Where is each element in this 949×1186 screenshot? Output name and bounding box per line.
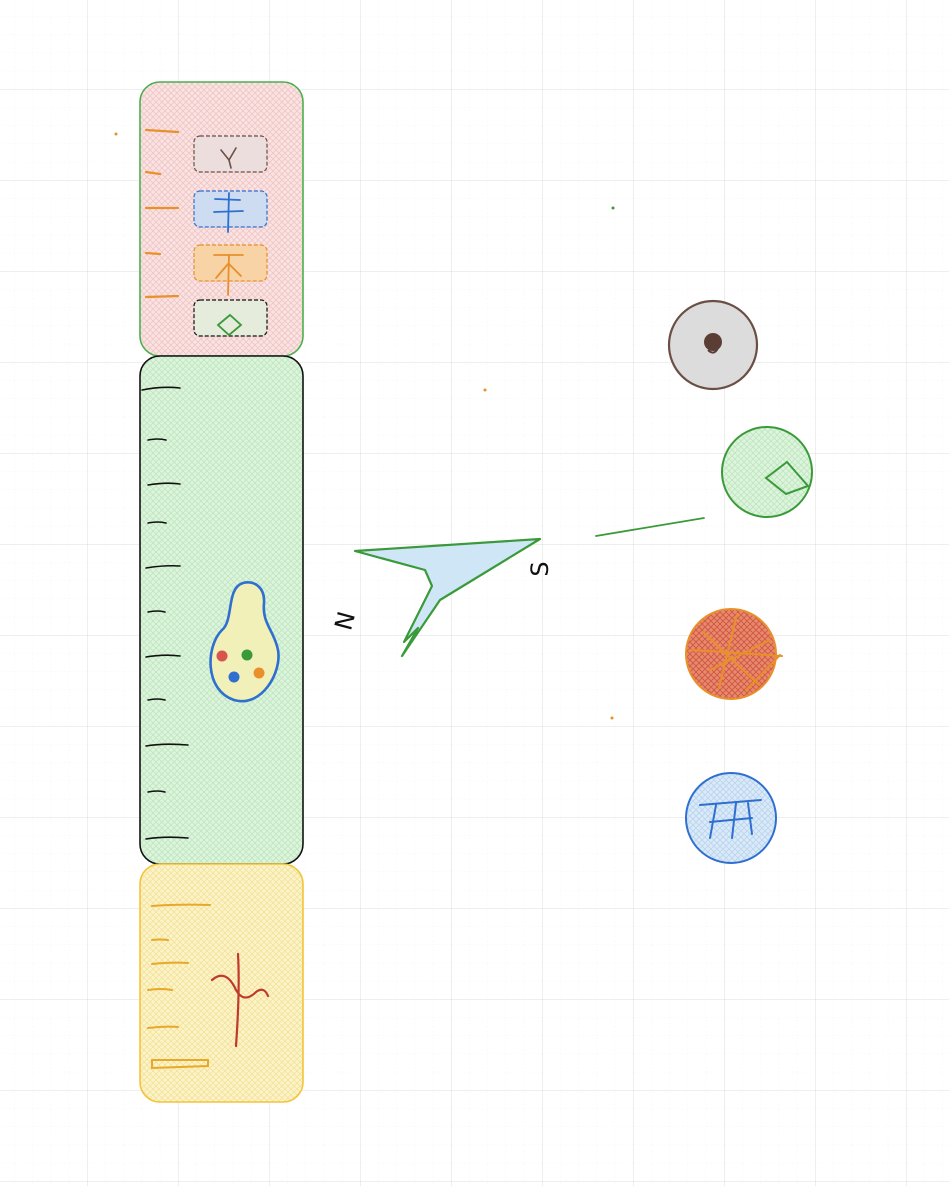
stray-dot [114,132,118,136]
cross-glyph-icon [213,192,244,233]
connector-line [595,517,705,537]
circle-button-diamond[interactable] [721,426,813,518]
circle-button-dot[interactable] [667,299,759,391]
panel-mid-canvas[interactable] [139,355,304,865]
glyph-button-cross[interactable] [193,190,268,233]
glyph-button-tree[interactable] [193,244,268,296]
panel-bottom-ruler [147,903,211,1070]
compass-label-s: S [526,561,554,576]
dot-icon [704,333,722,354]
diamond-icon [764,460,810,496]
star-scribble-icon [691,613,783,691]
panel-mid-ruler [141,386,189,840]
y-glyph-icon [220,147,237,169]
circle-button-star[interactable] [685,608,783,700]
panel-mid-body [139,355,304,865]
compass-arrow-shape [353,537,542,658]
panel-top-toolbar[interactable] [139,81,304,357]
fork-glyph-icon [210,952,270,1048]
glyph-button-y[interactable] [193,135,268,173]
stray-dot [611,206,615,210]
panel-top-ruler [144,128,180,299]
panel-bottom-body [139,863,304,1103]
stray-dot [483,388,487,392]
palette-icon[interactable] [209,581,280,703]
panel-bottom-toolbar[interactable] [139,863,304,1103]
tree-glyph-icon [213,254,244,296]
glyph-button-diamond[interactable] [193,299,268,337]
diamond-glyph-icon [216,313,243,337]
circle-button-grid[interactable] [685,772,777,864]
stray-dot [610,716,614,720]
grid-glyph-icon [699,799,762,839]
